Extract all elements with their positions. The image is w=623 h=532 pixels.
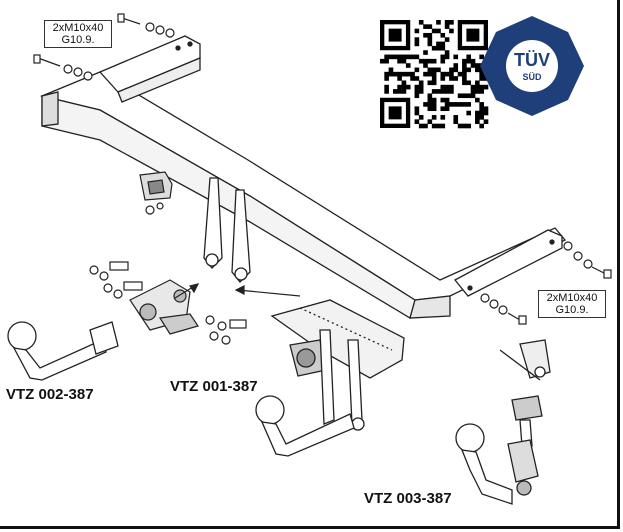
center-ball-assembly bbox=[255, 299, 405, 457]
left-mounting-arm bbox=[98, 35, 201, 103]
qr-code-icon bbox=[380, 20, 489, 129]
right-mounting-arm bbox=[453, 229, 563, 297]
crossbar-beam bbox=[39, 71, 567, 319]
tuv-mark: TÜV bbox=[514, 50, 550, 70]
bolt-spec-grade: G10.9. bbox=[555, 304, 589, 316]
model-label-bottom: VTZ 003-387 bbox=[364, 490, 452, 507]
bottom-ball-assembly bbox=[455, 339, 551, 505]
bolt-spec-size: 2xM10x40 bbox=[52, 22, 104, 34]
assembly-arrows bbox=[174, 283, 301, 299]
tuv-certification-seal: TÜV SÜD bbox=[480, 16, 584, 116]
bolt-spec-label-right: 2xM10x40 G10.9. bbox=[538, 290, 606, 318]
bolt-spec-label-left: 2xM10x40 G10.9. bbox=[44, 20, 112, 48]
bolt-spec-grade: G10.9. bbox=[61, 34, 95, 46]
tuv-sub-mark: SÜD bbox=[522, 72, 542, 82]
left-ball-neck bbox=[7, 321, 119, 381]
bolt-set-top-left bbox=[33, 13, 175, 81]
bolt-spec-size: 2xM10x40 bbox=[546, 292, 598, 304]
model-label-center: VTZ 001-387 bbox=[170, 378, 258, 395]
ball-mount-brackets bbox=[203, 177, 251, 283]
model-label-left: VTZ 002-387 bbox=[6, 386, 94, 403]
left-ball-assembly bbox=[89, 261, 247, 345]
socket-bracket bbox=[139, 171, 173, 215]
bolt-set-right bbox=[480, 241, 612, 325]
